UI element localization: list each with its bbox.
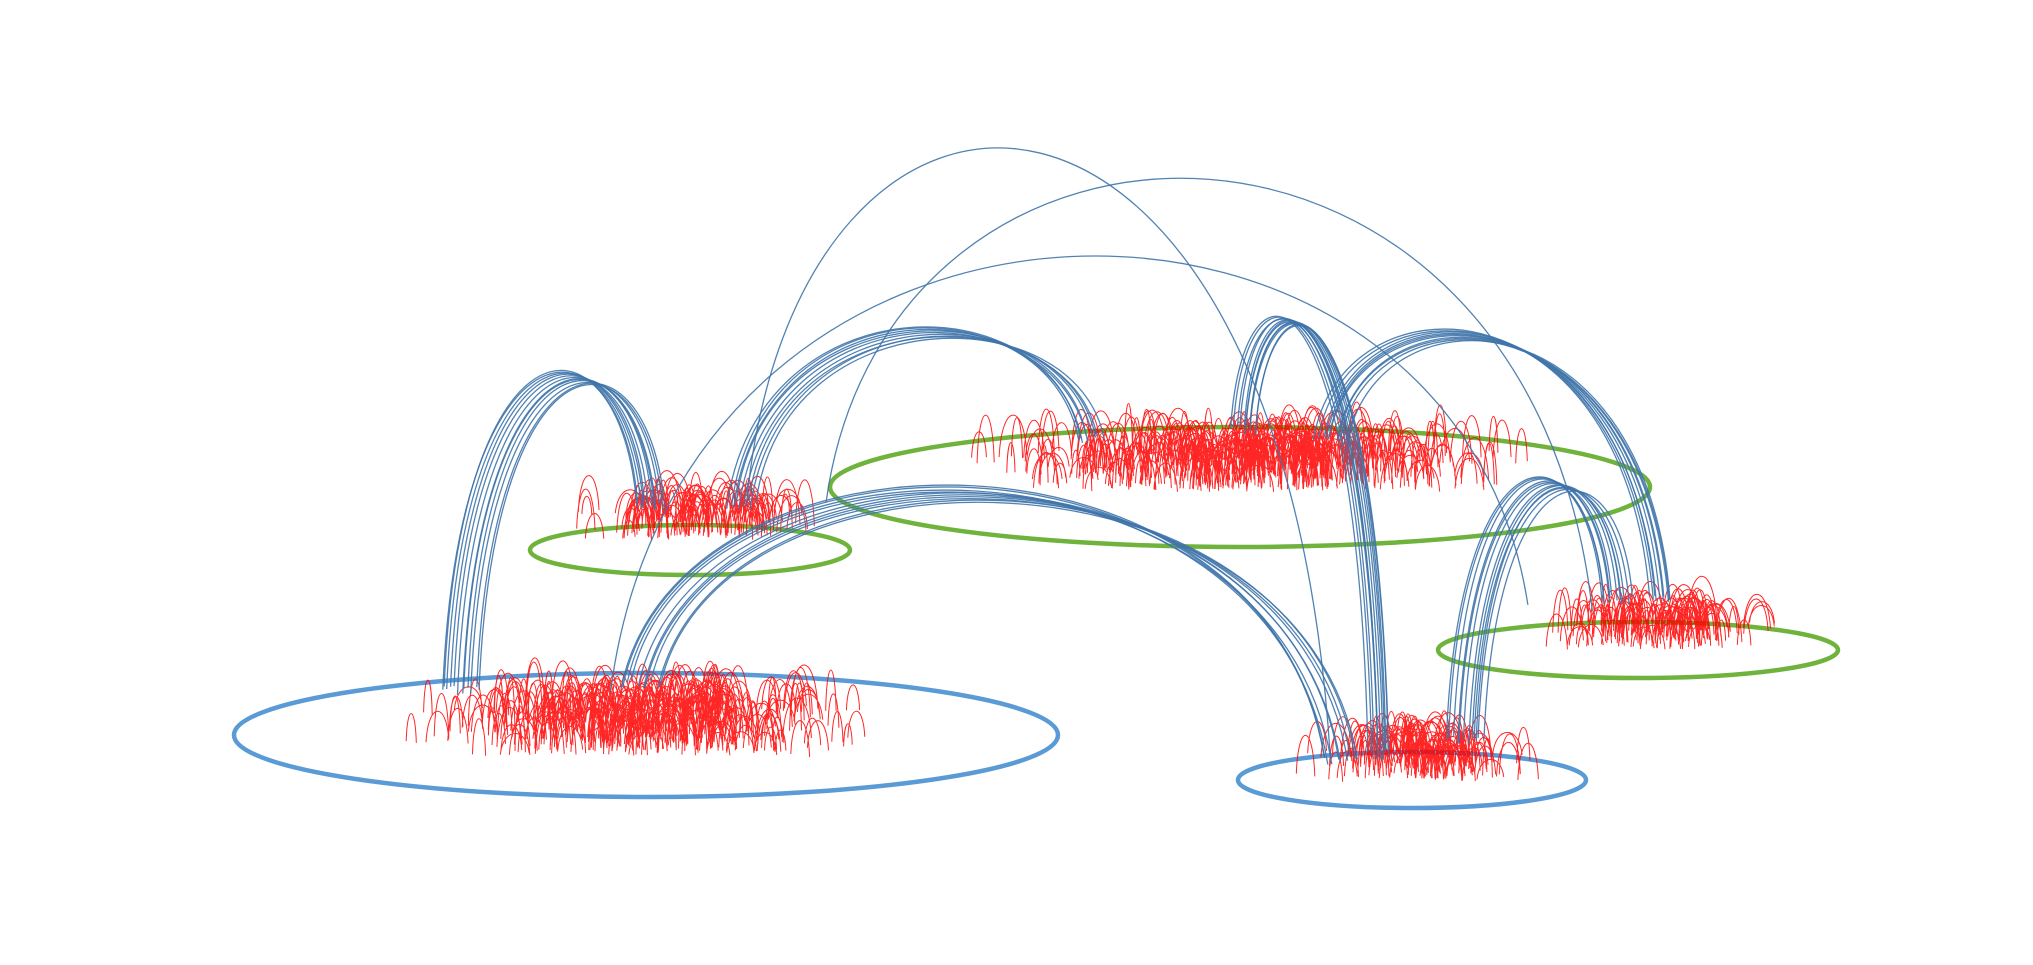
arc-e-c-1 xyxy=(1445,476,1603,741)
arc-e-c-9 xyxy=(1475,486,1621,741)
arc-d-c-1 xyxy=(609,255,1529,692)
bundle-a-b xyxy=(726,326,1105,511)
arc-d-a-9 xyxy=(467,380,657,688)
arc-a-b-6 xyxy=(742,333,1094,508)
cluster-d-edges xyxy=(405,657,866,758)
bundle-e-c xyxy=(1445,476,1633,745)
arc-b-e-7 xyxy=(1244,320,1382,760)
arc-d-a-6 xyxy=(456,376,649,695)
arc-d-a-1 xyxy=(443,369,638,687)
arc-a-e-1 xyxy=(745,147,1332,759)
arc-a-b-4 xyxy=(735,330,1087,502)
arc-d-e-10 xyxy=(659,501,1359,760)
arc-b-e-9 xyxy=(1249,322,1384,760)
arc-d-a-2 xyxy=(442,371,639,690)
cluster-b-edges xyxy=(971,401,1528,492)
arc-d-a-4 xyxy=(449,373,645,687)
arc-d-e-8 xyxy=(650,498,1351,757)
arc-d-a-12 xyxy=(478,383,664,690)
arc-b-c-1 xyxy=(1312,328,1651,596)
arc-b-c-7 xyxy=(1336,336,1665,602)
arc-a-c-1 xyxy=(825,177,1594,612)
arc-b-e-1 xyxy=(1230,315,1369,753)
layer-rings xyxy=(231,424,1841,811)
arc-e-c-3 xyxy=(1452,478,1605,737)
cluster-c-loops xyxy=(1545,575,1775,650)
cluster-e-edges xyxy=(1295,710,1539,782)
arc-d-e-9 xyxy=(657,499,1356,759)
cluster-c-edges xyxy=(1545,575,1775,650)
arc-e-c-8 xyxy=(1471,484,1623,738)
arc-e-c-4 xyxy=(1457,480,1611,745)
bundle-d-a xyxy=(442,369,666,695)
arc-b-c-6 xyxy=(1328,335,1665,597)
cluster-b-loops xyxy=(971,401,1528,492)
arc-d-e-7 xyxy=(644,496,1349,761)
arc-e-c-5 xyxy=(1458,482,1611,744)
inter-cluster-edges xyxy=(442,147,1671,765)
arc-e-c-12 xyxy=(1483,490,1633,740)
cluster-d-loops xyxy=(405,657,866,758)
arc-b-e-4 xyxy=(1236,318,1379,760)
arc-a-b-5 xyxy=(738,331,1089,510)
arc-d-a-3 xyxy=(446,372,642,690)
arc-d-a-5 xyxy=(453,375,646,687)
arc-b-c-10 xyxy=(1346,340,1671,598)
arc-d-e-3 xyxy=(626,489,1329,765)
arc-a-b-9 xyxy=(755,337,1105,504)
arc-b-c-5 xyxy=(1328,334,1661,598)
bundle-a-e xyxy=(745,147,1332,759)
intra-cluster-edges xyxy=(405,401,1775,782)
arc-d-e-2 xyxy=(622,486,1325,758)
arc-e-c-10 xyxy=(1473,487,1625,739)
cluster-e-loops xyxy=(1295,710,1539,782)
bundle-a-c xyxy=(825,177,1594,612)
arc-e-c-11 xyxy=(1477,488,1630,739)
bundle-d-e xyxy=(620,484,1359,765)
arc-d-a-11 xyxy=(476,382,666,688)
bundle-d-c xyxy=(609,255,1529,692)
layer-ring-d xyxy=(231,670,1061,800)
arc-e-c-6 xyxy=(1462,483,1613,740)
arc-b-e-12 xyxy=(1254,324,1390,756)
arc-d-a-10 xyxy=(470,381,660,694)
bundle-b-c xyxy=(1312,328,1671,602)
arc-d-e-6 xyxy=(642,494,1341,763)
bundle-b-e xyxy=(1230,315,1390,760)
layer-ring-a xyxy=(527,522,853,578)
arc-a-b-8 xyxy=(748,336,1098,501)
arc-a-b-3 xyxy=(732,328,1084,509)
arc-d-a-8 xyxy=(463,378,656,689)
arc-e-c-7 xyxy=(1468,484,1618,745)
